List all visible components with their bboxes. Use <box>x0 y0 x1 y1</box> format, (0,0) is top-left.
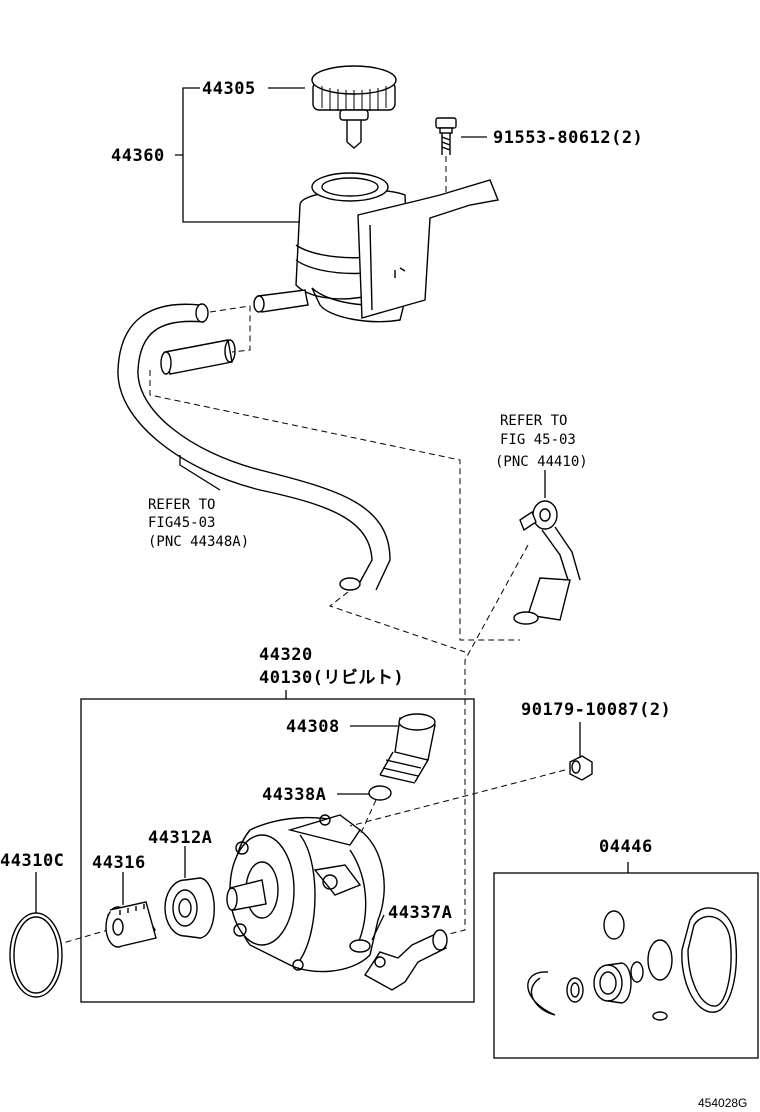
label-oring-a: 44338A <box>262 785 326 805</box>
label-gasket-kit: 04446 <box>599 837 653 857</box>
suction-port-fitting <box>364 929 448 991</box>
gasket-kit-parts <box>527 907 737 1021</box>
hose-connector <box>160 339 236 375</box>
leader-reservoir-bracket <box>175 87 300 223</box>
label-pump-assy: 44320 <box>259 645 313 665</box>
gasket-ring-inner <box>13 916 59 994</box>
hose-alignment-line <box>209 305 251 353</box>
label-cap: 44305 <box>202 79 256 99</box>
pressure-tube-end <box>513 500 581 625</box>
diagram-code: 454028G <box>698 1096 747 1110</box>
nut-alignment-line <box>349 769 566 827</box>
gasket-kit-box <box>493 872 759 1059</box>
reservoir <box>253 172 499 323</box>
ref-tube-line2: FIG 45-03 <box>500 432 576 448</box>
label-nut: 90179-10087(2) <box>521 700 671 720</box>
bolt <box>435 117 457 155</box>
suction-hose <box>117 303 391 591</box>
ref-hose-line1: REFER TO <box>148 497 215 513</box>
suction-alignment-line <box>328 591 466 653</box>
label-oring-b: 44337A <box>388 903 452 923</box>
label-union: 44308 <box>286 717 340 737</box>
label-pump-rebuilt: 40130(リビルト) <box>259 668 404 688</box>
union-fitting <box>379 713 436 784</box>
ref-hose-line2: FIG45-03 <box>148 515 215 531</box>
label-reservoir: 44360 <box>111 146 165 166</box>
ref-tube-line1: REFER TO <box>500 413 567 429</box>
pulley-ring <box>105 901 157 948</box>
leader-ref-hose <box>179 455 221 491</box>
leader-oring-b <box>371 914 385 941</box>
union-o-ring <box>368 785 392 801</box>
pump-o-ring <box>349 939 371 953</box>
nut <box>569 755 593 781</box>
label-bearing: 44312A <box>148 828 212 848</box>
pump-assembly-box <box>80 698 475 1003</box>
return-alignment-line <box>149 370 520 641</box>
ref-tube-line3: (PNC 44410) <box>495 454 588 470</box>
pump-body <box>226 814 385 973</box>
label-bolt: 91553-80612(2) <box>493 128 643 148</box>
bearing <box>164 877 215 939</box>
gasket-ring <box>9 912 63 998</box>
reservoir-cap <box>311 65 397 149</box>
label-pulley-ring: 44316 <box>92 853 146 873</box>
label-gasket: 44310C <box>0 851 64 871</box>
oring-alignment-line <box>359 799 377 836</box>
ref-hose-line3: (PNC 44348A) <box>148 534 249 550</box>
pressure-alignment-line <box>444 544 529 936</box>
pump-center-line <box>55 929 109 946</box>
